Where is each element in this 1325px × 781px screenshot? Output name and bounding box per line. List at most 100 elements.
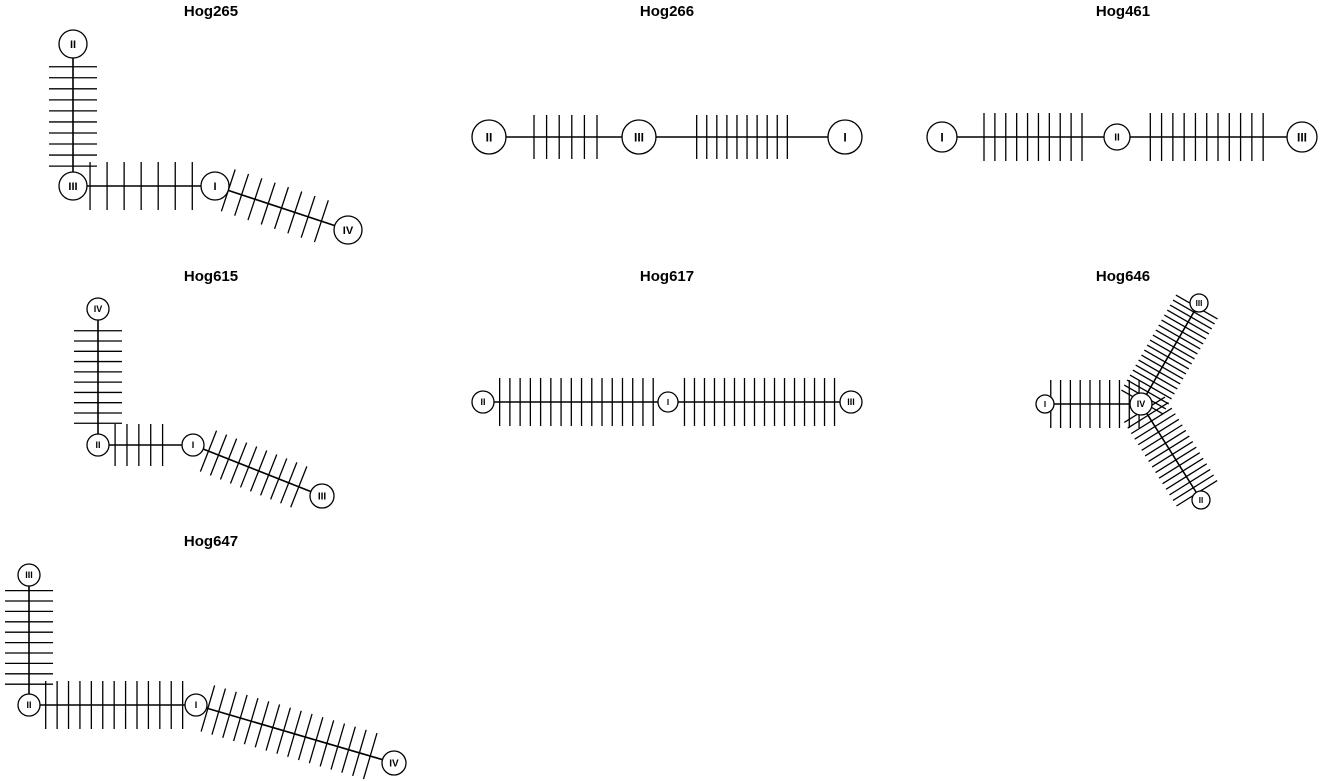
mutation-tick [1162,457,1204,485]
mutation-tick [1144,429,1187,457]
mutation-tick [1169,304,1213,330]
haplotype-node-i [181,433,205,457]
mutation-tick [1158,452,1201,479]
haplotype-node-iv [1129,392,1153,416]
mutation-tick [243,697,259,745]
node-label: I [195,700,198,710]
network-title: Hog461 [1096,3,1150,20]
network-title: Hog647 [184,533,238,550]
node-label: IV [94,304,103,314]
mutation-tick [222,691,237,739]
haplotype-node-ii [58,29,88,59]
edge-i-iii [192,444,323,497]
mutation-tick [265,704,281,751]
mutation-tick [1152,334,1195,360]
haplotype-node-ii [17,693,41,717]
mutation-tick [313,200,329,243]
haplotype-node-ii [86,433,110,457]
mutation-tick [234,173,250,216]
edge-iv-ii [1140,403,1202,501]
haplotype-node-iii [1189,293,1209,313]
node-label: IV [389,759,399,770]
mutation-tick [200,685,216,732]
network-title: Hog615 [184,268,238,285]
mutation-tick [1143,349,1187,375]
mutation-tick [287,191,303,234]
node-label: I [667,398,669,407]
haplotype-node-ii [471,390,495,414]
mutation-tick [352,729,367,777]
mutation-tick [219,438,238,480]
mutation-tick [280,462,298,504]
haplotype-node-i [200,171,230,201]
node-label: III [68,181,77,193]
node-label: I [1044,400,1046,409]
mutation-tick [209,434,228,476]
node-label: II [1199,496,1203,505]
mutation-tick [239,446,258,488]
node-label: II [95,440,100,450]
node-label: II [1114,133,1120,144]
mutation-tick [1165,463,1208,490]
mutation-tick [247,178,263,221]
node-label: II [70,39,76,51]
mutation-tick [1132,369,1175,395]
mutation-tick [300,195,316,238]
node-label: III [25,570,33,580]
mutation-tick [1169,468,1211,496]
mutation-tick [1155,329,1198,355]
haplotype-node-iv [86,297,110,321]
haplotype-node-i [1035,394,1055,414]
haplotype-node-i [184,693,208,717]
haplotype-node-iii [309,483,335,509]
mutation-tick [1164,314,1207,340]
mutation-tick [308,716,324,764]
haplotype-node-i [827,119,863,155]
mutation-tick [1141,354,1184,380]
node-label: III [318,492,327,503]
haplotype-node-iv [381,750,407,776]
mutation-tick [229,442,248,484]
mutation-tick [254,701,270,748]
node-label: II [26,700,31,710]
network-title: Hog617 [640,268,694,285]
mutation-tick [1138,359,1181,385]
haplotype-node-iii [17,563,41,587]
node-label: III [847,397,855,407]
node-label: I [940,130,943,144]
edges-layer [489,115,845,159]
node-label: IV [343,225,354,237]
mutation-tick [1161,319,1204,345]
haplotype-node-i [657,391,679,413]
mutation-tick [260,182,276,225]
network-title: Hog266 [640,3,694,20]
mutation-tick [290,466,308,508]
mutation-tick [1149,339,1192,365]
mutation-tick [287,710,302,758]
edges-layer [483,378,851,426]
node-label: IV [1137,399,1146,409]
mutation-tick [1141,424,1183,451]
haplotype-node-iv [333,215,363,245]
haplotype-node-iii [839,390,863,414]
mutation-tick [276,707,292,754]
mutation-tick [259,454,278,496]
mutation-tick [1137,418,1180,446]
mutation-tick [1129,374,1172,400]
haplotype-node-ii [1191,490,1211,510]
mutation-tick [1135,364,1178,390]
edges-layer [942,113,1302,161]
mutation-tick [1158,324,1201,350]
haplotype-node-iii [58,171,88,201]
